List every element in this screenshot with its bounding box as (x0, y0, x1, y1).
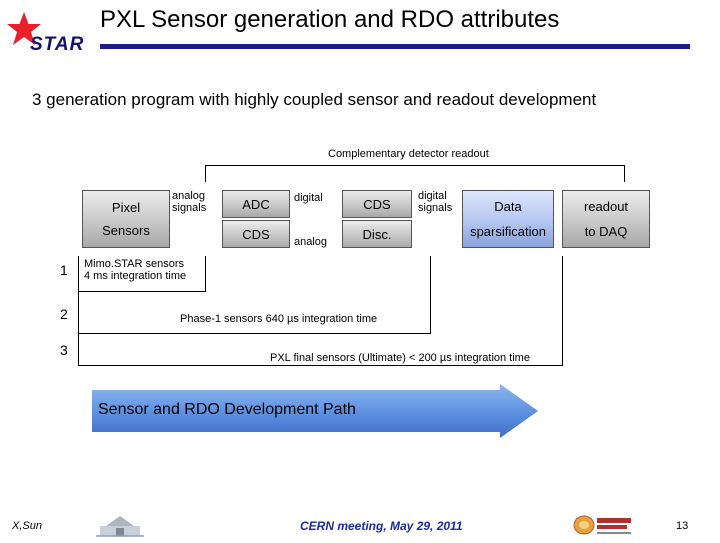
analog-label: analog (294, 236, 328, 248)
row-2-bottom-line (78, 333, 431, 334)
analog-signals-line1: analog (172, 190, 206, 202)
disc-box: Disc. (342, 220, 412, 248)
row-label-3: PXL final sensors (Ultimate) < 200 µs in… (270, 352, 530, 364)
row-3-bottom-line (78, 365, 563, 366)
row-label-1-line1: Mimo.STAR sensors (84, 258, 185, 270)
row-number-2: 2 (60, 306, 68, 322)
digital-label: digital (294, 192, 323, 204)
development-path-arrow (92, 384, 542, 438)
cds-box-2: CDS (342, 190, 412, 218)
data-sparsification-box: Data sparsification (462, 190, 554, 248)
digital-signals-line2: signals (418, 202, 453, 214)
row-3-left-line (78, 258, 79, 366)
cds-box-1: CDS (222, 220, 290, 248)
adc-box: ADC (222, 190, 290, 218)
row-1-bottom-line (78, 291, 206, 292)
bracket-left-tick (205, 165, 206, 182)
sensors-label: Sensors (102, 223, 150, 238)
row-label-2: Phase-1 sensors 640 µs integration time (180, 313, 378, 325)
row-3-right-line (562, 256, 563, 366)
star-logo (6, 10, 98, 54)
arrow-label: Sensor and RDO Development Path (98, 401, 356, 418)
star-logo-text: STAR (30, 34, 85, 55)
title-underline (100, 44, 690, 49)
to-daq-label: to DAQ (584, 224, 628, 239)
doe-seal-icon (573, 515, 631, 535)
row-label-1-line2: 4 ms integration time (84, 270, 187, 282)
office-of-science-logo (572, 514, 634, 538)
digital-signals-line1: digital (418, 190, 447, 202)
slide-subtitle: 3 generation program with highly coupled… (32, 90, 597, 109)
row-number-3: 3 (60, 342, 68, 358)
row-number-1: 1 (60, 262, 68, 278)
row-1-right-line (205, 256, 206, 292)
data-label: Data (494, 199, 522, 214)
bracket-top-line (205, 165, 625, 166)
pixel-label: Pixel (111, 200, 141, 215)
page-number: 13 (676, 520, 689, 532)
building-icon (96, 516, 144, 537)
analog-signals-label: analog signals (172, 190, 206, 214)
row-label-1: Mimo.STAR sensors 4 ms integration time (84, 258, 186, 282)
readout-label: readout (583, 199, 629, 214)
analog-signals-line2: signals (172, 202, 207, 214)
lbnl-logo (96, 512, 144, 538)
sparsification-label: sparsification (470, 224, 546, 239)
footer-meeting: CERN meeting, May 29, 2011 (300, 519, 463, 533)
slide-title: PXL Sensor generation and RDO attributes (100, 6, 560, 33)
star-icon (7, 12, 41, 45)
pixel-sensors-box: Pixel Sensors (82, 190, 170, 248)
digital-signals-label: digital signals (418, 190, 452, 214)
row-2-right-line (430, 256, 431, 334)
footer-author: X,Sun (12, 520, 42, 532)
bracket-right-tick (624, 165, 625, 182)
arrow-icon (92, 384, 538, 438)
bracket-label: Complementary detector readout (328, 148, 489, 160)
readout-daq-box: readout to DAQ (562, 190, 650, 248)
